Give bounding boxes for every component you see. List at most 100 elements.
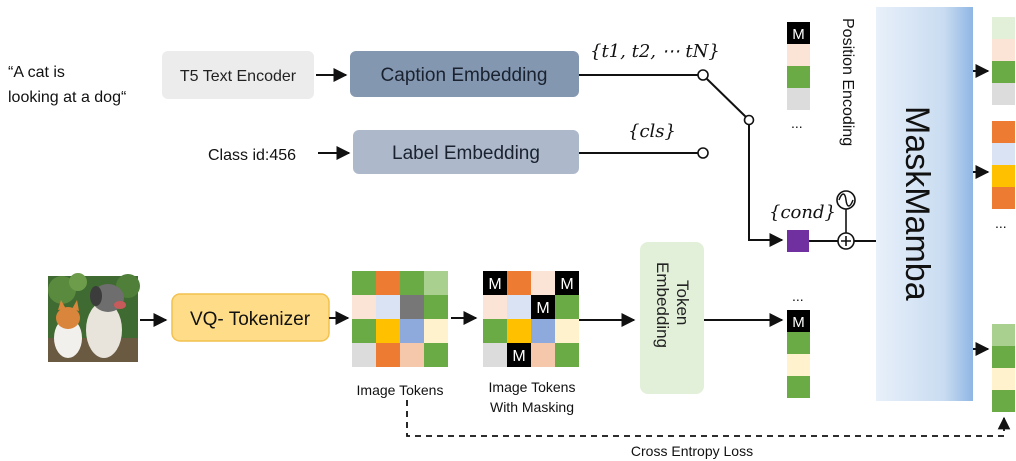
token-cell (787, 376, 810, 398)
token-embedding-label-line-1: Token (673, 280, 692, 325)
t5-text-encoder-box (162, 51, 314, 99)
token-cell (531, 343, 555, 367)
token-cell (992, 17, 1015, 39)
label-embedding-box (353, 130, 579, 174)
masked-tokens-label-line-1: Image Tokens (489, 379, 576, 395)
mask-token (483, 271, 507, 295)
token-cell (531, 271, 555, 295)
caption-tokens-label: {t1, t2, ⋯ tN} (590, 41, 720, 62)
cross-entropy-loss-label: Cross Entropy Loss (631, 443, 753, 459)
token-cell (400, 319, 424, 343)
token-cell (555, 295, 579, 319)
token-cell (992, 324, 1015, 346)
position-encoding-label: Position Encoding (839, 18, 856, 146)
switch-output-node (743, 114, 755, 126)
token-embedding-label-line-2: Embedding (653, 262, 672, 348)
token-cell (507, 271, 531, 295)
token-embedding-box (640, 242, 704, 394)
token-cell (992, 165, 1015, 187)
cross-entropy-loss-path (406, 400, 1011, 437)
output-token-column-3 (992, 324, 1015, 412)
mask-token-letter: M (512, 348, 525, 365)
token-cell (992, 187, 1015, 209)
mask-token (787, 310, 810, 332)
image-token-column: ... M (787, 288, 810, 398)
token-cell (787, 332, 810, 354)
caption-embedding-label: Caption Embedding (381, 65, 548, 86)
vq-tokenizer-label: VQ- Tokenizer (190, 309, 311, 330)
token-cell (992, 39, 1015, 61)
token-cell (400, 295, 424, 319)
token-cell (555, 343, 579, 367)
mask-token-letter: M (560, 276, 573, 293)
token-cell (787, 354, 810, 376)
image-tokens-label: Image Tokens (357, 382, 444, 398)
token-cell (787, 44, 810, 66)
token-ellipsis: ... (792, 288, 804, 304)
caption-embedding-box (350, 51, 579, 97)
token-ellipsis: ... (791, 115, 803, 131)
sine-wave-icon (838, 193, 854, 207)
prompt-line-1: “A cat is (8, 64, 65, 81)
masked-image-tokens-grid: M M M M (483, 271, 579, 367)
token-cell (483, 319, 507, 343)
token-cell (992, 121, 1015, 143)
mask-token (787, 22, 810, 44)
prompt-line-2: looking at a dog“ (8, 89, 126, 106)
token-cell (424, 271, 448, 295)
token-cell (507, 295, 531, 319)
token-cell (992, 368, 1015, 390)
token-cell (992, 346, 1015, 368)
mask-token (507, 343, 531, 367)
token-cell (992, 61, 1015, 83)
token-cell (352, 319, 376, 343)
maskmamba-label: MaskMamba (898, 106, 936, 301)
token-cell (352, 343, 376, 367)
output-token-column-1 (992, 17, 1015, 105)
token-cell (400, 343, 424, 367)
maskmamba-block (876, 7, 973, 401)
label-switch-node (697, 147, 709, 159)
image-tokens-grid (352, 271, 448, 367)
switch-to-cond-line (748, 125, 784, 247)
cls-token-label: {cls} (628, 121, 676, 142)
mask-token (555, 271, 579, 295)
mask-token (531, 295, 555, 319)
switch-lever (706, 78, 748, 119)
token-cell (352, 271, 376, 295)
caption-token-column: M ... (787, 22, 810, 131)
token-cell (376, 319, 400, 343)
token-cell (787, 88, 810, 110)
token-cell (424, 319, 448, 343)
token-ellipsis: ... (995, 215, 1007, 231)
caption-switch-node (697, 69, 709, 81)
cat-dog-photo (48, 273, 140, 362)
token-cell (992, 83, 1015, 105)
token-cell (531, 319, 555, 343)
token-cell (483, 343, 507, 367)
token-cell (352, 295, 376, 319)
cond-token (787, 230, 809, 252)
label-embedding-label: Label Embedding (392, 143, 540, 164)
token-cell (992, 390, 1015, 412)
mask-token-letter: M (792, 314, 805, 331)
cond-token-label: {cond} (769, 202, 836, 223)
class-id-label: Class id:456 (208, 147, 296, 164)
mask-token-letter: M (792, 26, 805, 43)
token-cell (424, 343, 448, 367)
token-cell (376, 295, 400, 319)
plus-icon (841, 236, 851, 246)
masked-tokens-label-line-2: With Masking (490, 399, 574, 415)
token-cell (992, 143, 1015, 165)
token-cell (400, 271, 424, 295)
mask-token-letter: M (536, 300, 549, 317)
token-cell (424, 295, 448, 319)
mask-token-letter: M (488, 276, 501, 293)
output-token-column-2: ... (992, 121, 1015, 231)
token-cell (376, 271, 400, 295)
token-cell (555, 319, 579, 343)
token-cell (376, 343, 400, 367)
token-cell (787, 66, 810, 88)
t5-text-encoder-label: T5 Text Encoder (180, 68, 297, 85)
